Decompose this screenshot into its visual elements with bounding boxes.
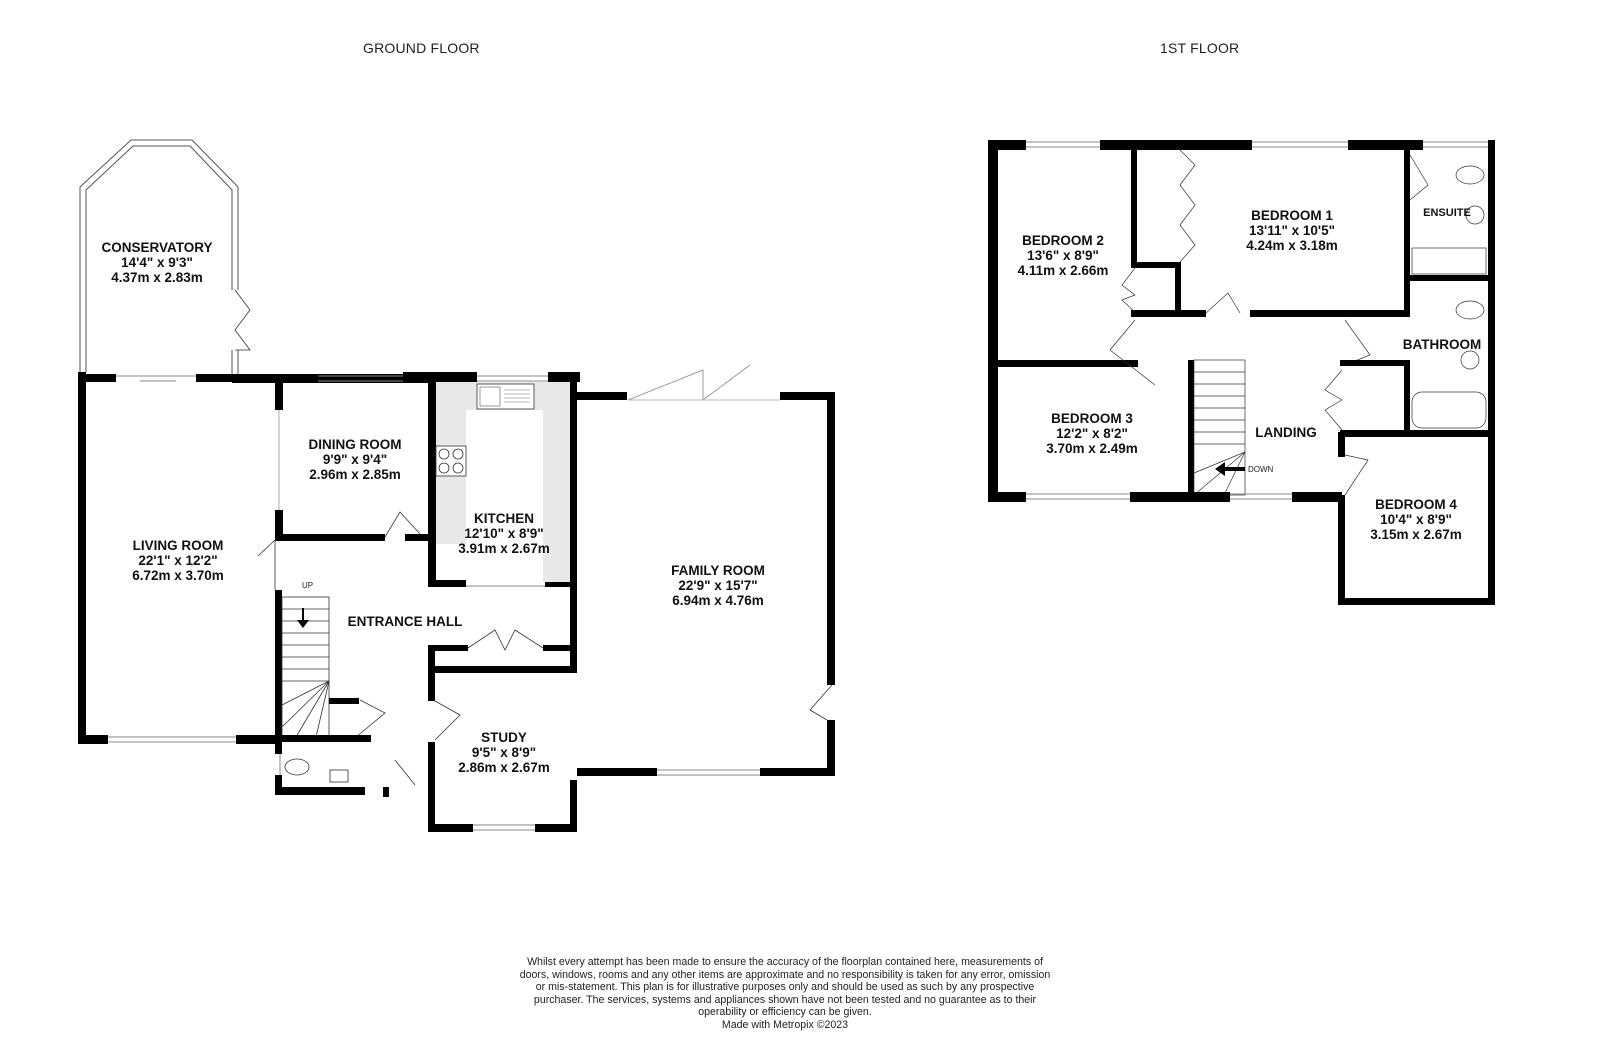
disclaimer-text: Whilst every attempt has been made to en… [519,956,1051,1018]
stairs-up-arrow [297,608,309,628]
room-name: BATHROOM [1402,337,1482,352]
ensuite-basin [1465,205,1485,225]
room-name: STUDY [481,730,527,745]
room-metric: 3.91m x 2.67m [458,541,550,556]
bathroom-bath [1411,391,1487,429]
stairs-first [1193,359,1246,496]
room-metric: 6.72m x 3.70m [132,568,224,583]
ensuite-shower [1411,247,1487,275]
first-floor-title: 1ST FLOOR [1160,40,1240,56]
disclaimer: Whilst every attempt has been made to en… [518,956,1052,1031]
room-name: BEDROOM 2 [1022,233,1104,248]
stairs-down-label: DOWN [1248,465,1274,474]
room-imperial: 13'11" x 10'5" [1248,223,1336,238]
room-metric: 6.94m x 4.76m [672,593,764,608]
room-imperial: 22'1" x 12'2" [138,553,218,568]
room-name: BEDROOM 1 [1251,208,1333,223]
room-imperial: 12'10" x 8'9" [464,526,544,541]
room-name: KITCHEN [473,511,534,526]
room-metric: 4.24m x 3.18m [1246,238,1338,253]
room-metric: 3.15m x 2.67m [1370,527,1462,542]
room-imperial: 9'5" x 8'9" [471,745,537,760]
wc-toilet [284,758,310,776]
room-metric: 2.96m x 2.85m [309,467,401,482]
room-imperial: 22'9" x 15'7" [678,578,758,593]
ensuite-toilet [1455,165,1485,185]
room-metric: 3.70m x 2.49m [1046,441,1138,456]
metropix-credit: Made with Metropix ©2023 [721,1018,849,1031]
family-bifold-door [627,364,751,401]
room-imperial: 10'4" x 8'9" [1380,512,1452,527]
room-imperial: 13'6" x 8'9" [1027,248,1099,263]
wc-basin [329,769,349,783]
room-imperial: 9'9" x 9'4" [322,452,388,467]
room-name: ENSUITE [1423,207,1471,219]
room-metric: 4.11m x 2.66m [1017,263,1109,278]
room-imperial: 14'4" x 9'3" [121,255,193,270]
room-metric: 2.86m x 2.67m [458,760,550,775]
room-metric: 4.37m x 2.83m [111,270,203,285]
conservatory-door [234,289,251,351]
ground-floor-plan [78,139,835,832]
ground-floor-title: GROUND FLOOR [363,40,480,56]
room-name: DINING ROOM [308,437,402,452]
room-name: BEDROOM 3 [1051,411,1133,426]
room-bathroom: BATHROOM [1403,337,1482,352]
room-name: LIVING ROOM [132,538,224,553]
bathroom-toilet [1455,300,1485,320]
hob [435,445,467,477]
room-name: BEDROOM 4 [1375,497,1457,512]
room-ensuite: ENSUITE [1423,206,1471,221]
stairs-ground [281,596,330,738]
room-landing: LANDING [1255,425,1317,440]
stairs-down-arrow [1215,462,1245,476]
room-name: FAMILY ROOM [671,563,765,578]
first-floor-plan [988,140,1495,605]
bathroom-basin [1460,350,1480,370]
room-name: CONSERVATORY [101,240,213,255]
room-imperial: 12'2" x 8'2" [1056,426,1128,441]
room-entrance-hall: ENTRANCE HALL [348,614,463,629]
conservatory-frame [79,139,239,378]
room-name: ENTRANCE HALL [347,614,463,629]
room-name: LANDING [1255,425,1317,440]
stairs-up-label: UP [302,581,314,590]
